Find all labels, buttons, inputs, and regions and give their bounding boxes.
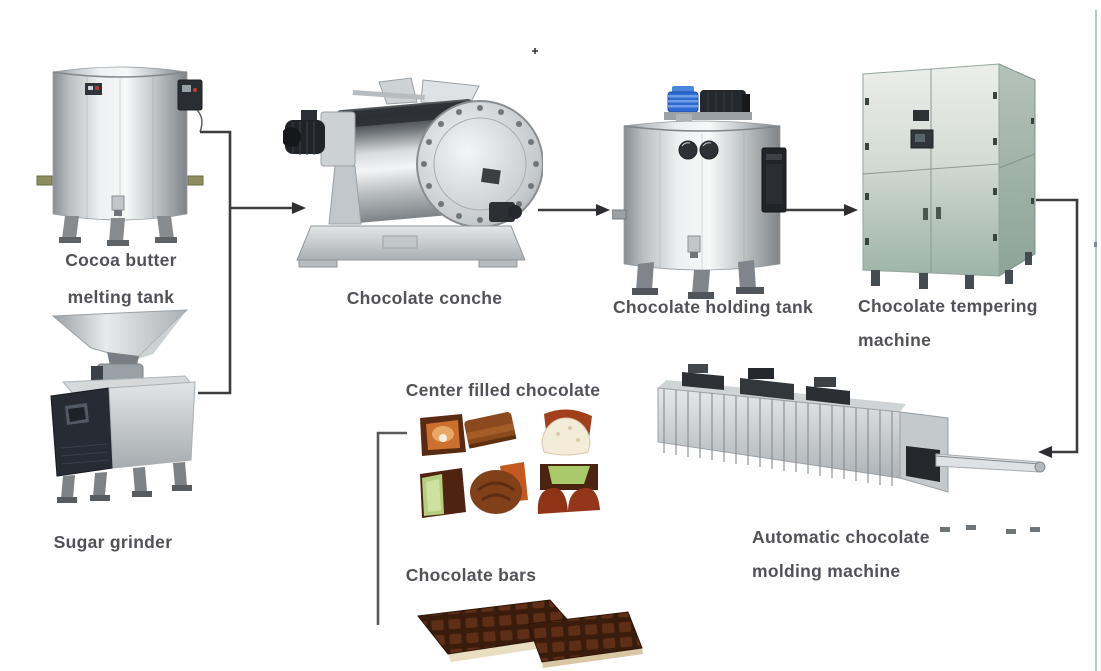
label-chocolate-holding-tank: Chocolate holding tank [612, 297, 814, 317]
plus-mark [532, 48, 538, 54]
node-chocolate-conche [283, 76, 543, 271]
edge-mark [1094, 242, 1097, 247]
arrowhead-to-holding-tank [596, 204, 610, 216]
label-center-filled-chocolate: Center filled chocolate [405, 380, 601, 400]
label-chocolate-conche: Chocolate conche [346, 288, 503, 308]
node-chocolate-holding-tank [612, 84, 792, 299]
chocolate-holding-tank-illustration [612, 86, 787, 299]
label-sugar-grinder: Sugar grinder [53, 532, 173, 552]
label-chocolate-bars: Chocolate bars [405, 565, 537, 585]
center-filled-chocolate-illustration [420, 409, 600, 518]
label-chocolate-tempering-machine-line2: machine [858, 330, 932, 350]
label-cocoa-butter-melting-tank-line1: Cocoa butter [65, 250, 177, 270]
node-chocolate-bars [410, 590, 645, 670]
chocolate-conche-illustration [283, 77, 543, 268]
node-chocolate-tempering-machine [853, 58, 1043, 298]
node-cocoa-butter-melting-tank [35, 56, 205, 246]
node-center-filled-chocolate [412, 400, 612, 525]
label-automatic-chocolate-molding-machine-line1: Automatic chocolate [752, 527, 930, 547]
automatic-chocolate-molding-machine-illustration [657, 364, 1046, 534]
node-automatic-chocolate-molding-machine [648, 350, 1048, 540]
sugar-grinder-illustration [50, 309, 197, 503]
label-chocolate-tempering-machine-line1: Chocolate tempering [858, 296, 1038, 316]
label-cocoa-butter-melting-tank-line2: melting tank [67, 287, 175, 307]
node-sugar-grinder [35, 308, 205, 513]
chocolate-bars-illustration [417, 599, 643, 668]
cocoa-butter-melting-tank-illustration [36, 66, 204, 246]
label-automatic-chocolate-molding-machine-line2: molding machine [752, 561, 901, 581]
chocolate-tempering-machine-illustration [862, 63, 1036, 289]
connector-molding-to-products-bracket [376, 431, 407, 625]
